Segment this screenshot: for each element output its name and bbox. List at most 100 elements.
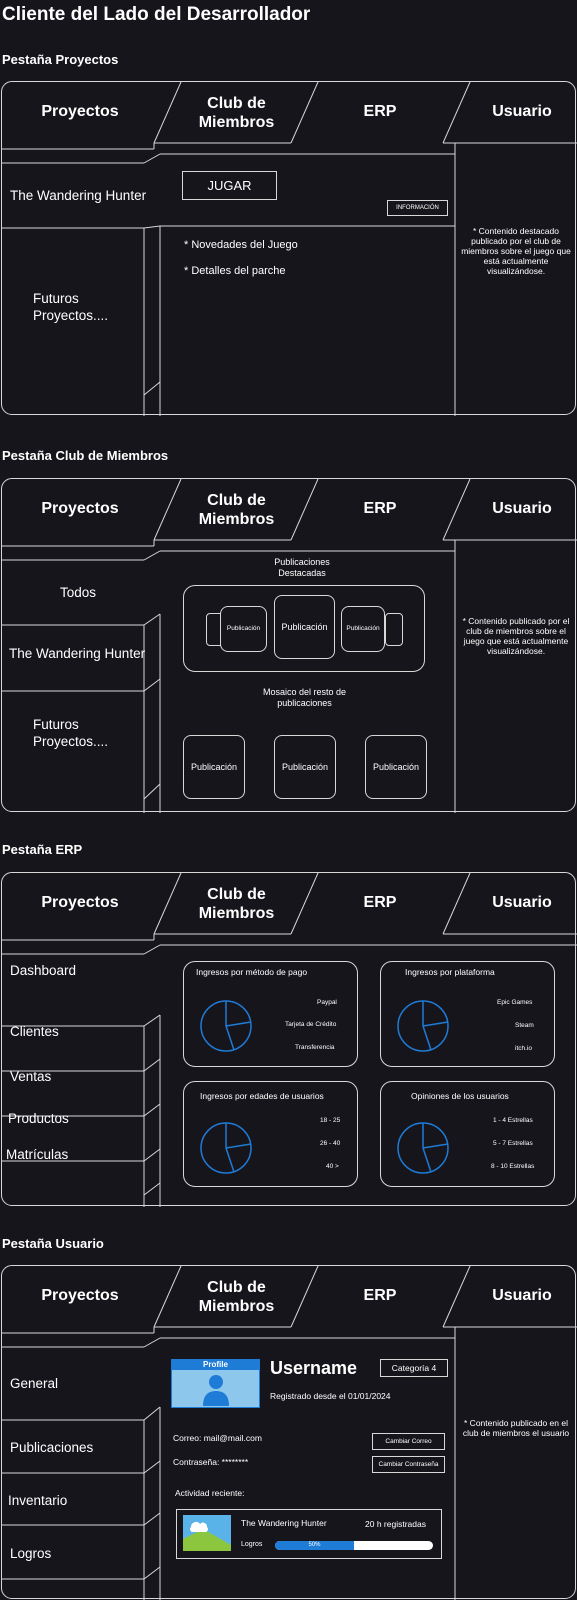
game-thumbnail-icon [183, 1515, 231, 1551]
tab-proyectos[interactable]: Proyectos [41, 894, 119, 911]
chart-card-edades: Ingresos por edades de usuarios 18 - 25 … [183, 1081, 358, 1187]
tab-usuario[interactable]: Usuario [492, 500, 552, 517]
sidebar-item-logros[interactable]: Logros [10, 1546, 52, 1561]
profile-label: Profile [172, 1360, 259, 1370]
legend-item: 26 - 40 [320, 1140, 341, 1147]
activity-hours: 20 h registradas [365, 1519, 426, 1529]
tab-club-de-miembros[interactable]: Club de Miembros [198, 95, 275, 131]
tab-usuario[interactable]: Usuario [492, 894, 552, 911]
sidebar-item-futuros-proyectos[interactable]: Futuros Proyectos.... [33, 717, 109, 749]
panel-lines [2, 82, 577, 416]
sidebar-item-general[interactable]: General [10, 1376, 59, 1391]
sidebar-item-todos[interactable]: Todos [60, 585, 97, 600]
section-title-proyectos: Pestaña Proyectos [2, 52, 119, 67]
featured-post-left[interactable]: Publicación [220, 606, 267, 652]
pie-chart-icon [200, 1122, 252, 1174]
featured-carousel [183, 585, 425, 672]
tab-club-de-miembros[interactable]: Club de Miembros [198, 492, 275, 528]
username: Username [270, 1358, 358, 1378]
activity-game-name: The Wandering Hunter [241, 1518, 327, 1528]
user-avatar-icon [203, 1375, 229, 1406]
usuario-panel: Proyectos Club de Miembros ERP Usuario G… [1, 1265, 577, 1600]
featured-ghost-right [385, 613, 403, 646]
featured-post-right[interactable]: Publicación [341, 606, 385, 652]
legend-item: Transferencia [295, 1044, 335, 1051]
note-parche: * Detalles del parche [184, 265, 286, 277]
category-badge: Categoría 4 [380, 1359, 448, 1377]
legend-item: Paypal [317, 999, 337, 1006]
legend-item: Steam [515, 1022, 534, 1029]
change-password-button[interactable]: Cambiar Contraseña [372, 1456, 445, 1473]
play-button[interactable]: JUGAR [182, 171, 277, 200]
section-title-erp: Pestaña ERP [2, 842, 83, 857]
mosaic-title: Mosaico del resto de publicaciones [262, 687, 347, 708]
tab-proyectos[interactable]: Proyectos [41, 103, 119, 120]
panel-lines [2, 873, 577, 1207]
legend-item: 40 > [326, 1163, 339, 1170]
pie-chart-icon [397, 1000, 449, 1052]
right-note: * Contenido publicado por el club de mie… [462, 616, 570, 656]
tab-erp[interactable]: ERP [363, 500, 397, 517]
featured-post-main[interactable]: Publicación [274, 595, 335, 659]
tab-club-de-miembros[interactable]: Club de Miembros [198, 1279, 275, 1315]
tab-erp[interactable]: ERP [363, 103, 397, 120]
chart-card-opiniones: Opiniones de los usuarios 1 - 4 Estrella… [380, 1081, 555, 1187]
legend-item: 8 - 10 Estrellas [491, 1163, 535, 1170]
panel-lines [2, 479, 577, 813]
sidebar-item-matriculas[interactable]: Matrículas [6, 1147, 69, 1162]
chart-title: Opiniones de los usuarios [411, 1091, 509, 1101]
chart-card-metodo-pago: Ingresos por método de pago Paypal Tarje… [183, 961, 358, 1067]
profile-picture[interactable]: Profile [171, 1359, 260, 1408]
sidebar-item-futuros-proyectos[interactable]: Futuros Proyectos.... [33, 291, 109, 323]
right-note: * Contenido destacado publicado por el c… [461, 226, 571, 276]
email-text: Correo: mail@mail.com [173, 1433, 262, 1443]
mosaic-post-1[interactable]: Publicación [183, 735, 245, 799]
erp-panel: Proyectos Club de Miembros ERP Usuario D… [1, 872, 577, 1207]
sidebar-item-publicaciones[interactable]: Publicaciones [10, 1440, 94, 1455]
activity-card[interactable]: The Wandering Hunter 20 h registradas Lo… [176, 1509, 442, 1559]
section-title-club: Pestaña Club de Miembros [2, 448, 169, 463]
progress-text: 50% [308, 1542, 321, 1548]
sidebar-item-ventas[interactable]: Ventas [10, 1069, 52, 1084]
activity-title: Actividad reciente: [175, 1488, 245, 1498]
chart-title: Ingresos por plataforma [405, 967, 495, 977]
progress-fill [275, 1541, 354, 1550]
tab-usuario[interactable]: Usuario [492, 103, 552, 120]
sidebar-item-the-wandering-hunter[interactable]: The Wandering Hunter [9, 646, 146, 661]
sidebar-item-productos[interactable]: Productos [8, 1111, 69, 1126]
info-button[interactable]: INFORMACIÓN [387, 200, 448, 216]
achievements-label: Logros [241, 1541, 263, 1548]
achievements-progress-bar: 50% [275, 1541, 433, 1550]
right-note: * Contenido publicado en el club de miem… [462, 1418, 570, 1438]
tab-proyectos[interactable]: Proyectos [41, 1287, 119, 1304]
note-novedades: * Novedades del Juego [184, 239, 298, 251]
sidebar-item-dashboard[interactable]: Dashboard [10, 963, 77, 978]
legend-item: 5 - 7 Estrellas [493, 1140, 533, 1147]
sidebar-item-inventario[interactable]: Inventario [8, 1493, 68, 1508]
sidebar-item-the-wandering-hunter[interactable]: The Wandering Hunter [10, 188, 147, 203]
featured-title: Publicaciones Destacadas [274, 557, 330, 578]
chart-title: Ingresos por edades de usuarios [200, 1091, 324, 1101]
chart-title: Ingresos por método de pago [196, 967, 308, 977]
page-title: Cliente del Lado del Desarrollador [2, 4, 311, 25]
tab-club-de-miembros[interactable]: Club de Miembros [198, 886, 275, 922]
legend-item: 18 - 25 [320, 1117, 341, 1124]
legend-item: Epic Games [497, 999, 533, 1006]
mosaic-post-3[interactable]: Publicación [365, 735, 427, 799]
tab-proyectos[interactable]: Proyectos [41, 500, 119, 517]
tab-usuario[interactable]: Usuario [492, 1287, 552, 1304]
password-text: Contraseña: ******** [173, 1457, 249, 1467]
registered-date: Registrado desde el 01/01/2024 [270, 1391, 391, 1401]
panel-lines [2, 1266, 577, 1600]
change-email-button[interactable]: Cambiar Correo [372, 1433, 445, 1450]
sidebar-item-clientes[interactable]: Clientes [10, 1024, 59, 1039]
legend-item: Tarjeta de Crédito [285, 1021, 337, 1028]
mosaic-post-2[interactable]: Publicación [274, 735, 336, 799]
tab-erp[interactable]: ERP [363, 1287, 397, 1304]
legend-item: 1 - 4 Estrellas [493, 1117, 533, 1124]
section-title-usuario: Pestaña Usuario [2, 1236, 104, 1251]
club-panel: Proyectos Club de Miembros ERP Usuario T… [1, 478, 577, 813]
chart-card-plataforma: Ingresos por plataforma Epic Games Steam… [380, 961, 555, 1067]
tab-erp[interactable]: ERP [363, 894, 397, 911]
pie-chart-icon [200, 1000, 252, 1052]
